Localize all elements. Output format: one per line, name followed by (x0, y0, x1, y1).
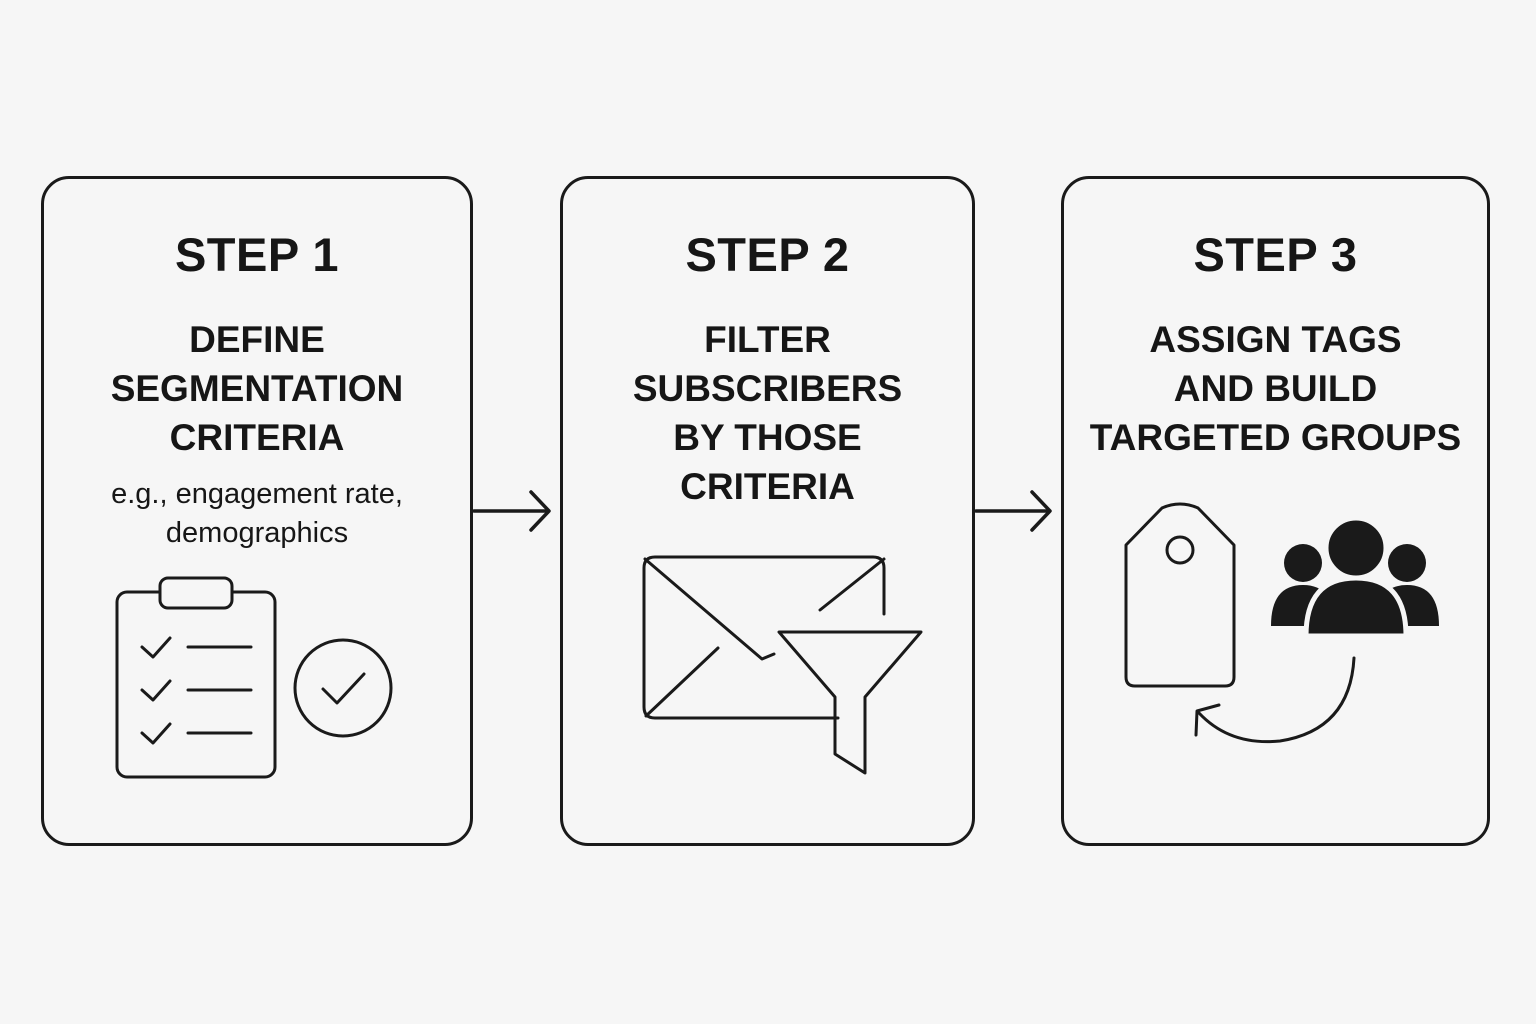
step-2-card: STEP 2 FILTER SUBSCRIBERS BY THOSE CRITE… (560, 176, 975, 846)
step-1-heading-line: DEFINE (189, 319, 325, 360)
step-3-heading-line: TARGETED GROUPS (1089, 417, 1462, 458)
step-1-title: STEP 1 (174, 228, 340, 281)
step-1-heading-line: CRITERIA (169, 417, 345, 458)
step-2-heading-line: SUBSCRIBERS (632, 368, 903, 409)
step-3-heading-line: AND BUILD (1173, 368, 1378, 409)
step-1-subtext-line: demographics (165, 517, 349, 549)
step-3-card: STEP 3 ASSIGN TAGS AND BUILD TARGETED GR… (1061, 176, 1490, 846)
step-2-title: STEP 2 (685, 228, 850, 281)
step-1-heading: DEFINE SEGMENTATION CRITERIA (44, 315, 470, 462)
step-2-heading: FILTER SUBSCRIBERS BY THOSE CRITERIA (563, 315, 972, 511)
step-2-heading-line: BY THOSE (673, 417, 862, 458)
step-3-heading: ASSIGN TAGS AND BUILD TARGETED GROUPS (1064, 315, 1487, 462)
step-1-heading-line: SEGMENTATION (110, 368, 404, 409)
step-1-subtext: e.g., engagement rate, demographics (44, 475, 470, 553)
step-1-subtext-line: e.g., engagement rate, (111, 478, 403, 510)
step-3-title: STEP 3 (1193, 228, 1358, 281)
step-3-heading-line: ASSIGN TAGS (1149, 319, 1402, 360)
arrow-right-icon (472, 490, 551, 532)
arrow-right-icon (974, 490, 1052, 532)
step-1-card: STEP 1 DEFINE SEGMENTATION CRITERIA e.g.… (41, 176, 473, 846)
step-2-heading-line: FILTER (704, 319, 831, 360)
step-2-heading-line: CRITERIA (680, 466, 855, 507)
